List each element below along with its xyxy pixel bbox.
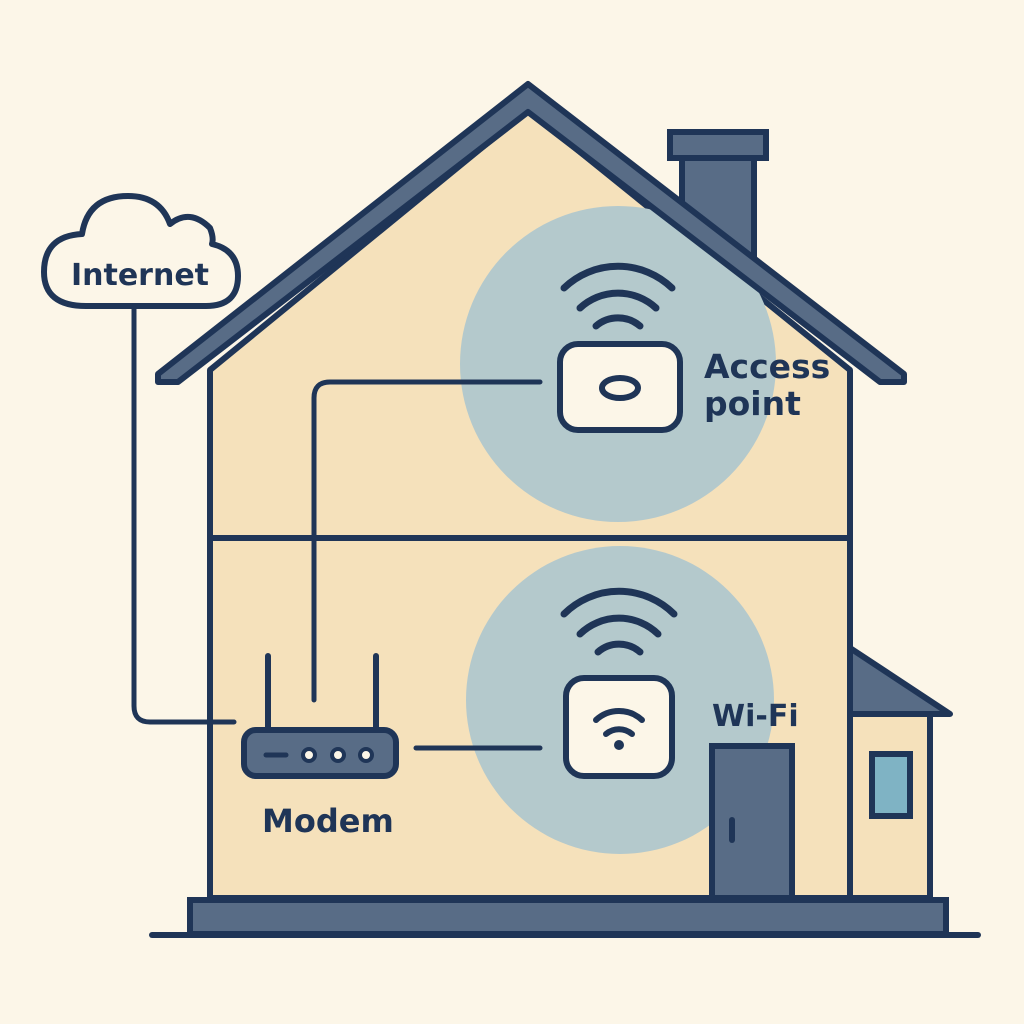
side-annex bbox=[847, 645, 953, 901]
ground bbox=[149, 897, 981, 938]
internet-label: Internet bbox=[71, 258, 209, 293]
modem-icon bbox=[241, 653, 399, 779]
cable-internet-to-modem bbox=[131, 305, 237, 725]
roof bbox=[155, 81, 907, 385]
wifi-signal-icon bbox=[560, 587, 678, 656]
wifi-label: Wi-Fi bbox=[712, 699, 799, 734]
cloud-icon bbox=[41, 193, 241, 309]
annex-window bbox=[869, 751, 913, 819]
access-point-icon bbox=[557, 341, 683, 433]
access-point-label-line1: Access bbox=[704, 347, 830, 386]
cable-modem-to-access-point bbox=[311, 379, 543, 703]
access-point-label-line2: point bbox=[704, 384, 801, 423]
wifi-signal-icon bbox=[560, 262, 676, 330]
front-door bbox=[709, 743, 795, 901]
wifi-router-icon bbox=[563, 675, 675, 779]
modem-label: Modem bbox=[262, 802, 394, 840]
